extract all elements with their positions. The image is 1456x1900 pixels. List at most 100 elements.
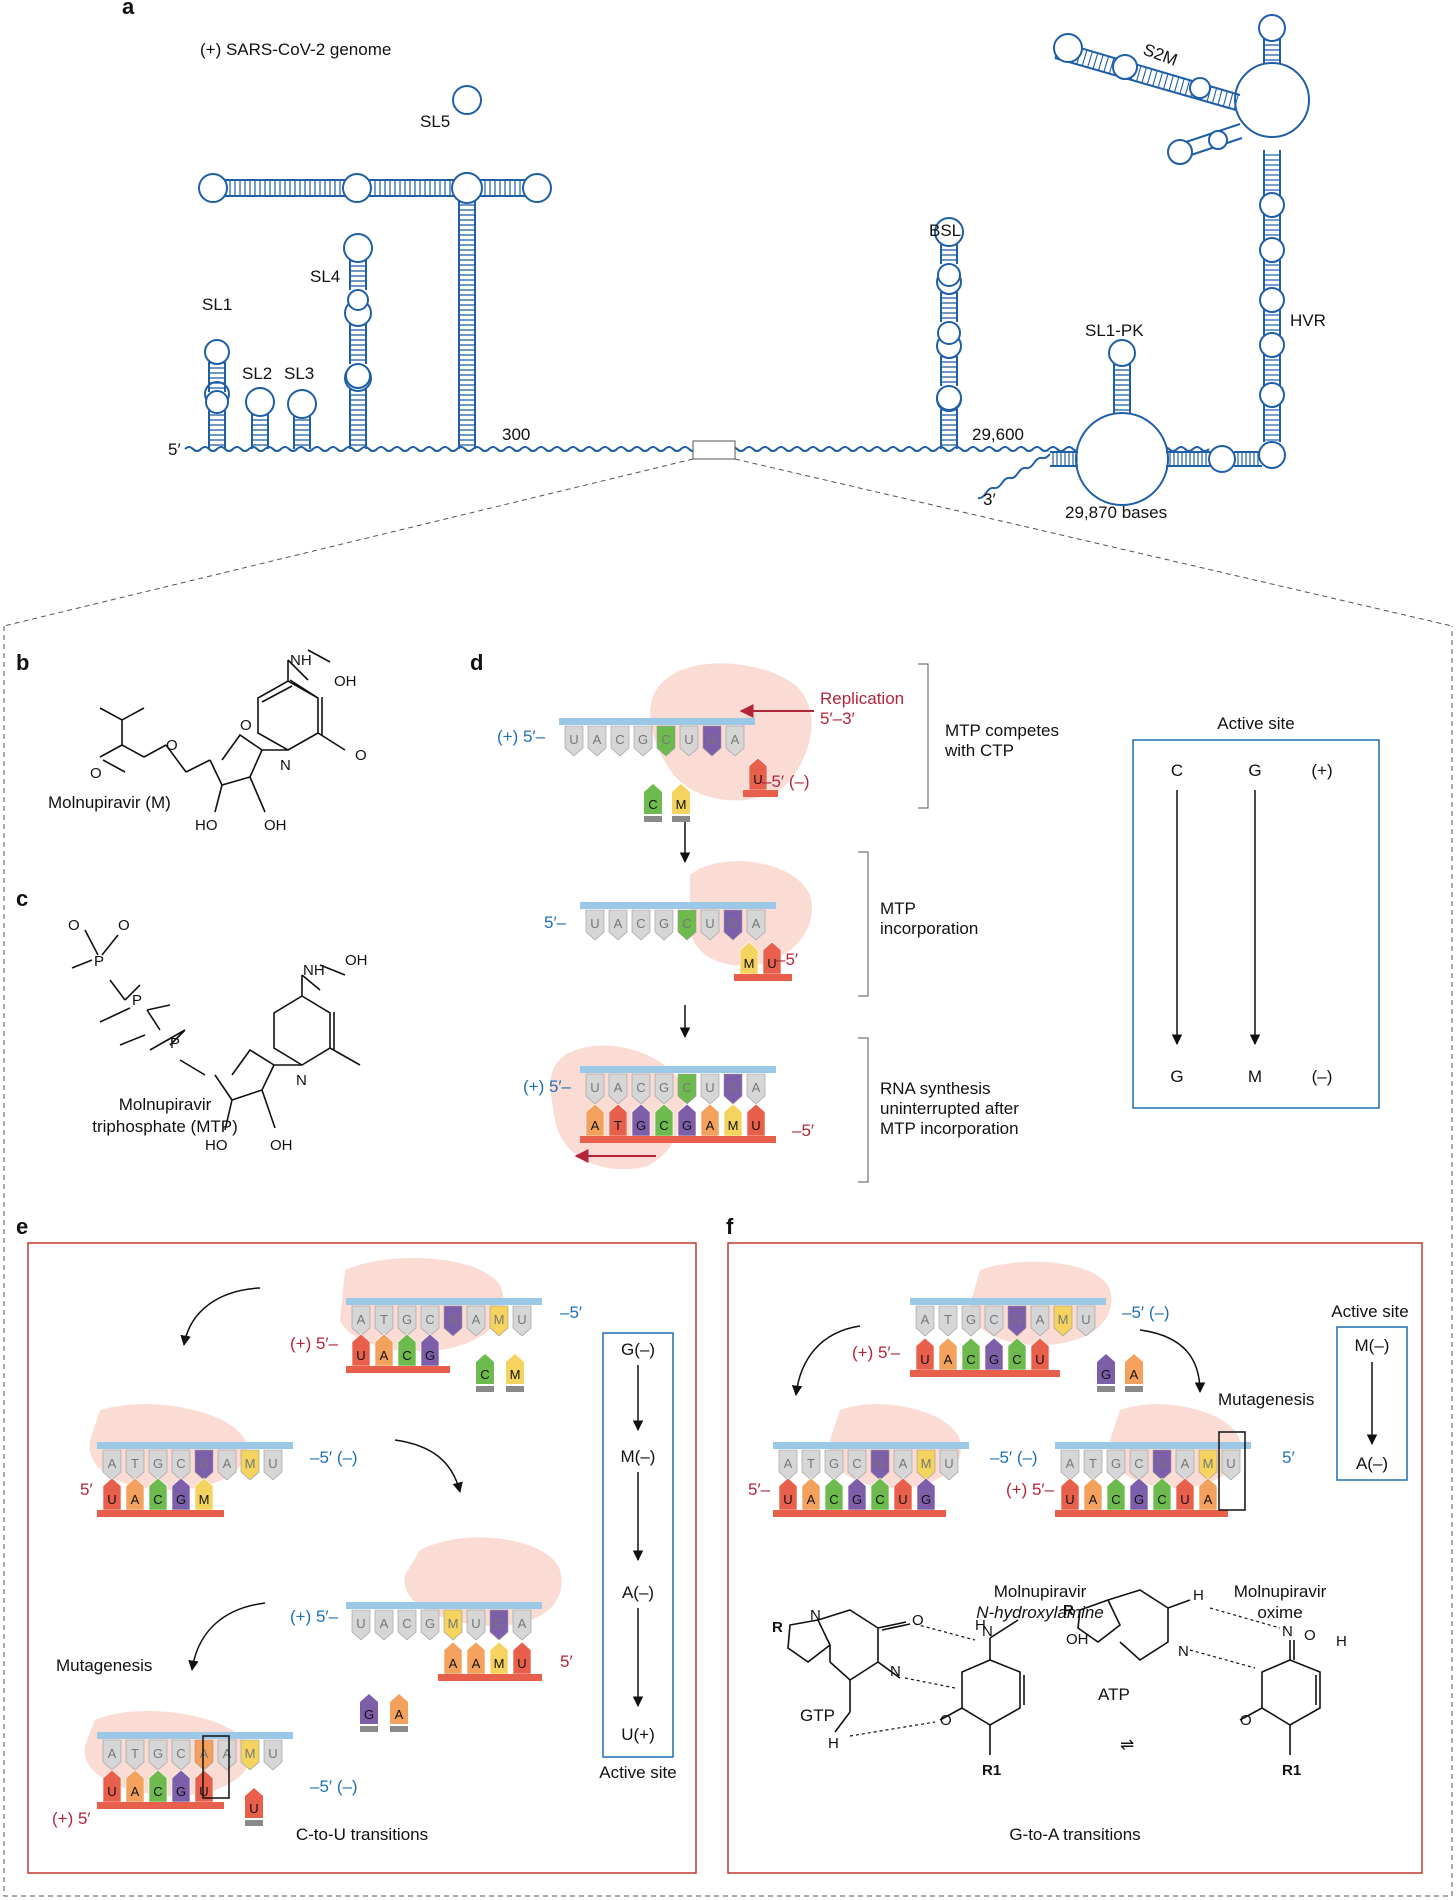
d-step3-line1: RNA synthesis bbox=[880, 1079, 991, 1098]
nascent-base-label: G bbox=[1134, 1492, 1144, 1507]
template-base-label: T bbox=[807, 1456, 815, 1471]
template-base-label: A bbox=[921, 1312, 930, 1327]
template-base-label: C bbox=[636, 916, 645, 931]
nascent-base-label: C bbox=[153, 1784, 162, 1799]
b-nh: NH bbox=[290, 652, 312, 669]
nascent-base-label: M bbox=[494, 1656, 505, 1671]
atp-n: N bbox=[1178, 1643, 1189, 1660]
nascent-base-label: A bbox=[944, 1352, 953, 1367]
template-nucleotide bbox=[1076, 1305, 1096, 1337]
nascent-base-label: U bbox=[751, 1118, 760, 1133]
nascent-base-label: A bbox=[706, 1118, 715, 1133]
e-mutation-highlight bbox=[202, 1735, 230, 1799]
template-base-label: U bbox=[517, 1312, 526, 1327]
atp-h-bonds bbox=[1189, 1607, 1281, 1669]
template-base-label: G bbox=[829, 1456, 839, 1471]
sl4-label: SL4 bbox=[310, 267, 340, 286]
template-nucleotide bbox=[374, 1609, 394, 1641]
nascent-nucleotide bbox=[443, 1641, 463, 1675]
nascent-base-label: U bbox=[107, 1784, 116, 1799]
template-base-label: G bbox=[153, 1456, 163, 1471]
nascent-base-label: U bbox=[753, 772, 762, 787]
template-base-label: A bbox=[223, 1456, 232, 1471]
template-base-label: A bbox=[593, 732, 602, 747]
nascent-nucleotide bbox=[654, 1103, 674, 1137]
backbone-bar bbox=[773, 1442, 969, 1449]
template-base-label: G bbox=[425, 1616, 435, 1631]
ox-n: N bbox=[1282, 1623, 1293, 1640]
template-nucleotide bbox=[631, 909, 651, 941]
template-base-label: C bbox=[682, 916, 691, 931]
c-o-minus-2: O bbox=[118, 917, 130, 934]
template-base-label: U bbox=[705, 916, 714, 931]
template-nucleotide bbox=[870, 1449, 890, 1481]
template-nucleotide bbox=[677, 1073, 697, 1105]
template-base-label: M bbox=[245, 1456, 256, 1471]
nascent-nucleotide bbox=[824, 1477, 844, 1511]
free-base-label: A bbox=[395, 1707, 404, 1722]
template-nucleotide bbox=[489, 1609, 509, 1641]
three-prime-label: 3′ bbox=[983, 490, 996, 509]
template-base-label: A bbox=[899, 1456, 908, 1471]
sl5-label: SL5 bbox=[420, 112, 450, 131]
nascent-nucleotide bbox=[870, 1477, 890, 1511]
nascent-nucleotide bbox=[893, 1477, 913, 1511]
b-oh2: OH bbox=[264, 817, 287, 834]
replication-direction: 5′–3′ bbox=[820, 709, 855, 728]
molnupiravir-structure bbox=[99, 649, 346, 813]
template-base-label: M bbox=[245, 1746, 256, 1761]
nascent-base-label: U bbox=[898, 1492, 907, 1507]
sl2-label: SL2 bbox=[242, 364, 272, 383]
nascent-base-label: C bbox=[829, 1492, 838, 1507]
template-base-label: A bbox=[1181, 1456, 1190, 1471]
b-n: N bbox=[280, 757, 291, 774]
f-oxime-line1: Molnupiravir bbox=[1234, 1582, 1327, 1601]
template-nucleotide bbox=[916, 1449, 936, 1481]
template-base-label: A bbox=[784, 1456, 793, 1471]
hydroxylamine-structure bbox=[939, 1619, 1025, 1755]
template-base-label: C bbox=[682, 1080, 691, 1095]
template-base-label: A bbox=[1066, 1456, 1075, 1471]
f-mutation-highlight bbox=[1218, 1431, 1246, 1511]
template-nucleotide bbox=[824, 1449, 844, 1481]
template-nucleotide bbox=[420, 1609, 440, 1641]
template-base-label: M bbox=[921, 1456, 932, 1471]
e-arrow-3 bbox=[188, 1602, 266, 1672]
template-nucleotide bbox=[125, 1449, 145, 1481]
e-mutagenesis-label: Mutagenesis bbox=[56, 1656, 152, 1675]
nascent-nucleotide bbox=[489, 1641, 509, 1675]
atp-h: H bbox=[1193, 1587, 1204, 1604]
template-base-label: U bbox=[268, 1456, 277, 1471]
nascent-base-label: U bbox=[517, 1656, 526, 1671]
nascent-base-label: M bbox=[744, 956, 755, 971]
f-mutagenesis-label: Mutagenesis bbox=[1218, 1390, 1314, 1409]
template-nucleotide bbox=[1198, 1449, 1218, 1481]
nascent-nucleotide bbox=[1060, 1477, 1080, 1511]
gtp-n: N bbox=[890, 1663, 901, 1680]
nascent-base-label: C bbox=[1111, 1492, 1120, 1507]
panel-letter-f: f bbox=[726, 1214, 734, 1239]
template-nucleotide bbox=[564, 725, 584, 757]
template-nucleotide bbox=[1060, 1449, 1080, 1481]
template-nucleotide bbox=[443, 1305, 463, 1337]
nascent-nucleotide bbox=[762, 941, 782, 975]
template-base-label: T bbox=[1089, 1456, 1097, 1471]
c-oh: OH bbox=[345, 952, 368, 969]
template-nucleotide bbox=[171, 1449, 191, 1481]
c-ho: HO bbox=[205, 1137, 228, 1154]
nascent-backbone bbox=[580, 1136, 776, 1143]
template-nucleotide bbox=[217, 1449, 237, 1481]
template-base-label: U bbox=[268, 1746, 277, 1761]
nascent-base-label: G bbox=[852, 1492, 862, 1507]
f1-plus5: (+) 5′– bbox=[852, 1343, 901, 1362]
